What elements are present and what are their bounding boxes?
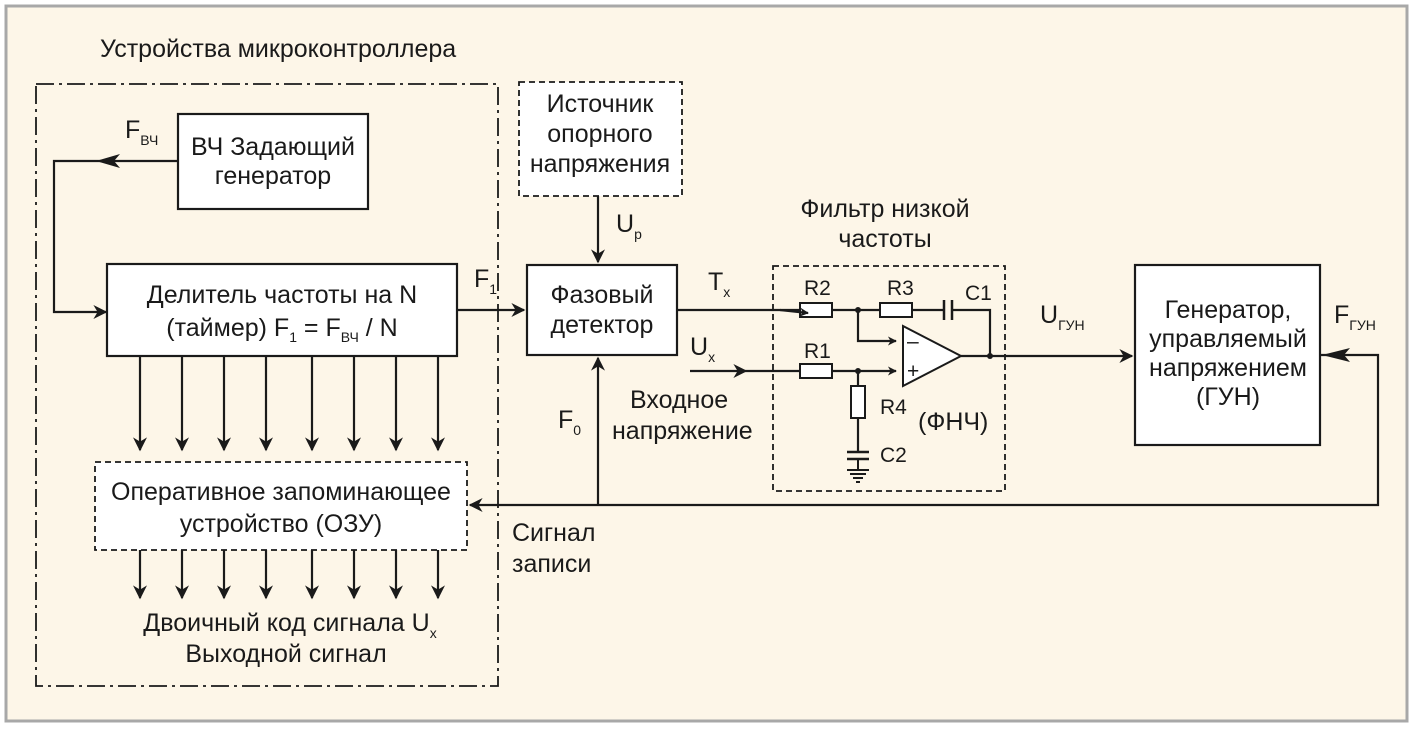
- lpf-title-2: частоты: [838, 225, 931, 253]
- binary-output-label-2: Выходной сигнал: [185, 640, 386, 668]
- hf-generator-label-1: ВЧ Задающий: [191, 133, 355, 161]
- op-amp-minus: –: [907, 330, 919, 353]
- f1-label: F1: [474, 265, 497, 297]
- feedback-wire: [468, 353, 1380, 512]
- ram-box: [94, 461, 468, 551]
- r1-resistor: [799, 363, 833, 379]
- hf-wire-arrow-left: [96, 154, 120, 168]
- f0-label: F0: [558, 406, 581, 438]
- phase-detector-label-2: детектор: [551, 311, 654, 339]
- vco-label-3: напряжением: [1149, 354, 1307, 382]
- mcu-region-title: Устройства микроконтроллера: [100, 35, 456, 63]
- mcu-region-border: [35, 83, 499, 687]
- ground-symbol: [847, 459, 869, 483]
- ram-label-1: Оперативное запоминающее: [111, 478, 451, 506]
- r1-label: R1: [804, 340, 831, 363]
- tx-label: Tx: [708, 268, 730, 300]
- r4-label: R4: [880, 396, 907, 419]
- divider-to-ram-bus: [133, 356, 445, 452]
- c1-to-output-wire: [952, 308, 992, 355]
- write-signal-label-2: записи: [512, 550, 591, 578]
- hf-generator-box: [176, 112, 370, 211]
- vco-label-1: Генератор,: [1165, 296, 1292, 324]
- write-signal-label-1: Сигнал: [512, 519, 595, 547]
- reference-source-label-3: напряжения: [530, 150, 670, 178]
- ram-label-2: устройство (ОЗУ): [180, 510, 383, 538]
- r3-label: R3: [887, 277, 914, 300]
- c2-label: C2: [880, 444, 907, 467]
- phase-detector-box: [525, 263, 679, 357]
- reference-source-box: [518, 81, 683, 197]
- up-label: Up: [616, 210, 642, 242]
- r3-resistor: [879, 302, 913, 318]
- vco-label-4: (ГУН): [1196, 383, 1260, 411]
- lpf-abbr: (ФНЧ): [918, 408, 988, 436]
- vco-label-2: управляемый: [1149, 325, 1307, 353]
- r2-arrow-wire: [779, 307, 809, 317]
- r4-resistor: [850, 385, 866, 419]
- op-amp-plus: +: [907, 360, 919, 383]
- ugun-label: UГУН: [1040, 301, 1085, 333]
- r2-label: R2: [804, 277, 831, 300]
- binary-output-label-1: Двоичный код сигнала Ux: [143, 609, 436, 641]
- lpf-title-1: Фильтр низкой: [800, 195, 969, 223]
- vco-box: [1133, 263, 1322, 447]
- phase-detector-label-1: Фазовый: [551, 281, 654, 309]
- vco-output-arrow: [1322, 348, 1350, 362]
- input-voltage-label-1: Входное: [630, 386, 728, 414]
- ram-output-bus: [133, 550, 445, 600]
- input-voltage-label-2: напряжение: [612, 417, 753, 445]
- fgun-label: FГУН: [1334, 301, 1376, 333]
- ux-label: Ux: [690, 333, 715, 365]
- hf-to-divider-wire: [52, 159, 178, 319]
- c1-label: C1: [965, 282, 992, 305]
- hf-output-label: FВЧ: [125, 116, 158, 148]
- hf-generator-label-2: генератор: [215, 162, 331, 190]
- op-amp-triangle: [902, 324, 964, 388]
- divider-label-1: Делитель частоты на N: [147, 281, 417, 309]
- reference-source-label-2: опорного: [547, 120, 652, 148]
- lpf-region-border: [772, 265, 1006, 492]
- r2-resistor: [799, 302, 833, 318]
- divider-label-2: (таймер) F1 = FВЧ / N: [166, 314, 397, 345]
- minus-input-wire: [856, 310, 897, 346]
- reference-source-label-1: Источник: [547, 90, 655, 118]
- divider-box: [105, 262, 459, 358]
